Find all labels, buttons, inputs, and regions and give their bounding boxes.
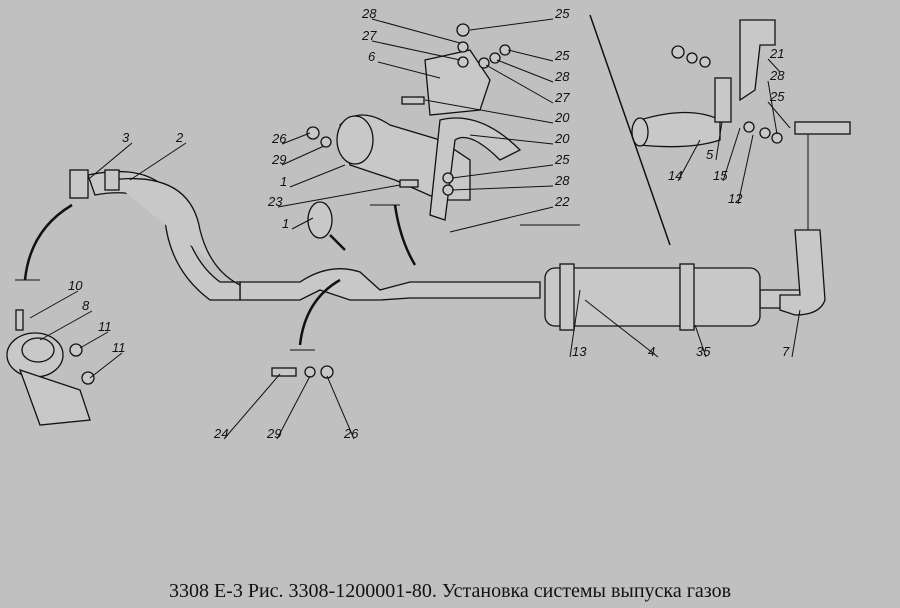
leader-line: [89, 142, 133, 179]
callout-5: 5: [706, 147, 714, 162]
callout-23: 23: [267, 194, 283, 209]
callout-3: 3: [122, 130, 130, 145]
callout-13: 13: [572, 344, 587, 359]
callout-28: 28: [769, 68, 785, 83]
callout-21: 21: [769, 46, 784, 61]
callout-12: 12: [728, 191, 743, 206]
callout-20: 20: [554, 131, 570, 146]
callout-1: 1: [280, 174, 287, 189]
leader-line: [767, 101, 791, 129]
leader-line: [377, 61, 441, 79]
callout-29: 29: [271, 152, 286, 167]
leader-line: [451, 164, 554, 179]
leader-line: [291, 217, 314, 230]
callout-25: 25: [769, 89, 785, 104]
leader-line: [469, 18, 554, 31]
callout-28: 28: [554, 173, 570, 188]
exhaust-parts-drawing: [6, 14, 851, 426]
leader-line: [326, 375, 355, 440]
leader-line: [281, 132, 311, 145]
leader-line: [451, 185, 554, 191]
leader-line: [281, 145, 325, 166]
callout-27: 27: [554, 90, 570, 105]
callout-26: 26: [271, 131, 287, 146]
callout-11: 11: [98, 319, 112, 334]
leader-line: [39, 310, 93, 341]
leader-line: [223, 373, 281, 440]
callout-25: 25: [554, 152, 570, 167]
callout-7: 7: [782, 344, 790, 359]
leader-line: [469, 134, 554, 145]
leader-line: [79, 331, 109, 349]
leader-line: [289, 164, 346, 188]
callout-35: 35: [696, 344, 711, 359]
leader-line: [371, 18, 461, 44]
leader-line: [129, 142, 187, 181]
leader-line: [449, 206, 554, 233]
leader-line: [737, 134, 754, 205]
callout-26: 26: [343, 426, 359, 441]
leader-line: [485, 64, 554, 104]
callout-24: 24: [213, 426, 228, 441]
leader-line: [276, 375, 311, 440]
leader-line: [767, 58, 781, 73]
leader-line: [722, 127, 741, 182]
callout-25: 25: [554, 48, 570, 63]
callout-27: 27: [361, 28, 377, 43]
callout-11: 11: [112, 340, 126, 355]
leader-line: [29, 290, 79, 319]
leader-line: [694, 324, 707, 358]
leader-line: [89, 352, 123, 379]
leader-line: [277, 184, 401, 208]
callout-28: 28: [361, 6, 377, 21]
leader-line: [496, 59, 554, 83]
callout-14: 14: [668, 168, 682, 183]
callout-8: 8: [82, 298, 90, 313]
fastener-glyphs: [15, 23, 783, 385]
leader-line: [715, 121, 723, 161]
leader-line: [584, 299, 659, 358]
leader-line: [791, 309, 801, 358]
callout-25: 25: [554, 6, 570, 21]
callout-2: 2: [175, 130, 184, 145]
callout-6: 6: [368, 49, 376, 64]
callout-15: 15: [713, 168, 728, 183]
callout-22: 22: [554, 194, 570, 209]
leader-line: [507, 49, 554, 62]
callout-4: 4: [648, 344, 655, 359]
leader-line: [371, 40, 461, 61]
leader-line: [677, 139, 701, 182]
callout-1: 1: [282, 216, 289, 231]
callout-10: 10: [68, 278, 83, 293]
callout-28: 28: [554, 69, 570, 84]
callout-29: 29: [266, 426, 281, 441]
figure-caption: 3308 Е-3 Рис. 3308-1200001-80. Установка…: [168, 580, 732, 602]
leader-line: [569, 289, 581, 358]
callout-20: 20: [554, 110, 570, 125]
leader-line: [424, 99, 554, 124]
